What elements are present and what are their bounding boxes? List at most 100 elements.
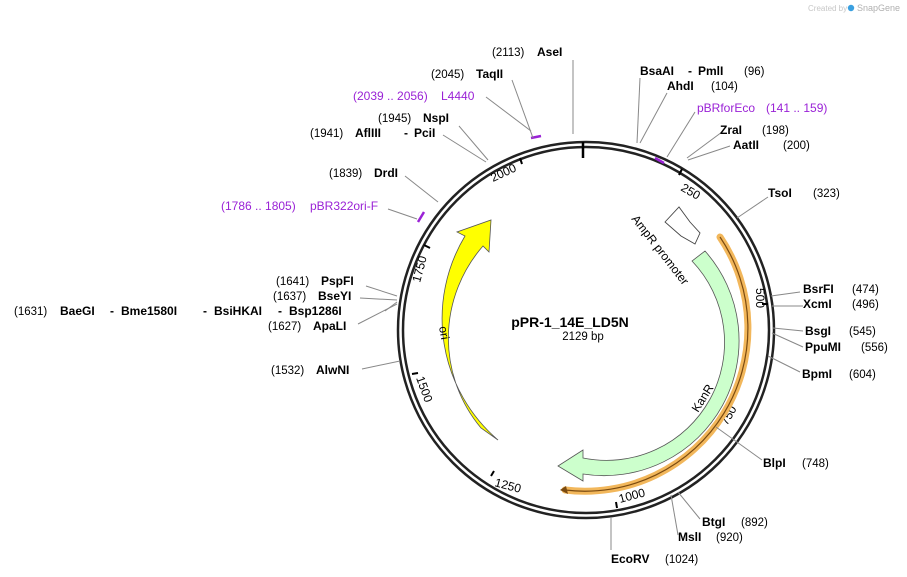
ampr-promoter-feature[interactable] [664,206,701,245]
watermark-brand: SnapGene [857,3,900,13]
l4440-label: L4440 [441,89,475,103]
baegi-sep1: - [110,304,114,318]
tick-2000: 2000 [488,161,518,185]
xcmi-name[interactable]: XcmI [803,297,832,311]
watermark-text: Created by [808,4,847,13]
ticks: 250 500 750 1000 1250 1500 1750 2000 [409,157,768,509]
apali-pos: (1627) [268,321,301,333]
bsgi-pos: (545) [849,326,876,338]
blpi-name[interactable]: BlpI [763,456,786,470]
apali-leader [357,303,398,325]
msli-name[interactable]: MslI [678,530,701,544]
pspfi-pos: (1641) [276,276,309,288]
asei-pos: (2113) [492,47,525,59]
bsaai-leader [636,77,641,144]
ecorv-pos: (1024) [665,554,698,566]
btgi-name[interactable]: BtgI [702,515,725,529]
pbr322ori-leader [387,208,418,220]
bme1580i-name[interactable]: Bme1580I [121,304,177,318]
pbr322ori-range: (1786 .. 1805) [221,199,296,213]
bsaai-name[interactable]: BsaAI [640,64,674,78]
tick-1250: 1250 [493,475,523,496]
msli-leader [670,494,679,536]
afliii-pos: (1941) [310,128,343,140]
btgi-leader [677,491,701,520]
afliii-leader [442,134,487,163]
bsihkai-name[interactable]: BsiHKAI [214,304,262,318]
bsaai-sep: - [688,64,692,78]
btgi-pos: (892) [741,517,768,529]
pspfi-name[interactable]: PspFI [321,274,354,288]
site-leaders [357,60,804,550]
kanr-orf-line [564,236,749,492]
pbrforeco-primer-mark[interactable] [654,156,665,165]
pbrforeco-label: pBRforEco [697,101,755,115]
backbone-inner-ring [401,145,771,515]
alwni-leader [361,360,401,370]
plasmid-length: 2129 bp [562,331,604,343]
baegi-pos: (1631) [14,306,47,318]
ahdi-name[interactable]: AhdI [667,79,694,93]
blpi-pos: (748) [802,458,829,470]
baegi-name[interactable]: BaeGI [60,304,95,318]
pbrforeco-leader [666,111,696,158]
xcmi-pos: (496) [852,299,879,311]
taqii-leader [511,79,534,139]
pbrforeco-range: (141 .. 159) [766,101,827,115]
bpmi-name[interactable]: BpmI [802,367,832,381]
kanr-feature[interactable] [557,250,740,482]
tick-1250-mark [490,470,495,477]
tick-250-mark [678,168,683,176]
pmli-name[interactable]: PmlI [698,64,723,78]
tick-250: 250 [679,180,704,202]
tick-1000: 1000 [617,485,647,506]
bsp1286i-name[interactable]: Bsp1286I [289,304,342,318]
ori-feature[interactable] [441,219,499,441]
pbr322ori-primer-mark[interactable] [416,211,426,223]
tick-1750-mark [423,244,431,249]
msli-pos: (920) [716,532,743,544]
alwni-name[interactable]: AlwNI [316,363,349,377]
pbr322ori-label: pBR322ori-F [310,199,378,213]
aatii-name[interactable]: AatII [733,138,759,152]
baegi-sep3: - [278,304,282,318]
bsgi-leader [772,327,804,332]
bsgi-name[interactable]: BsgI [805,324,831,338]
bsrfi-name[interactable]: BsrFI [803,282,834,296]
nspi-pos: (1945) [378,113,411,125]
bpmi-leader [767,355,801,373]
baegi-sep2: - [203,304,207,318]
plasmid-name: pPR-1_14E_LD5N [511,314,629,330]
ahdi-pos: (104) [711,81,738,93]
ppumi-name[interactable]: PpuMI [805,340,841,354]
backbone-outer-ring [396,140,776,520]
bsrfi-leader [770,291,801,297]
tsoi-name[interactable]: TsoI [768,186,792,200]
zrai-leader [686,131,723,159]
tsoi-pos: (323) [813,188,840,200]
ecorv-name[interactable]: EcoRV [611,552,649,566]
drdi-leader [404,175,439,203]
bpmi-pos: (604) [849,369,876,381]
apali-name[interactable]: ApaLI [313,319,346,333]
asei-name[interactable]: AseI [537,45,562,59]
tick-1000-mark [615,501,618,509]
bseyi-leader [359,297,398,301]
pcii-name[interactable]: PciI [414,126,435,140]
tick-500: 500 [753,288,767,308]
drdi-name[interactable]: DrdI [374,166,398,180]
tick-1750: 1750 [409,254,430,284]
bseyi-name[interactable]: BseYI [318,289,351,303]
afliii-name[interactable]: AflIII [355,126,381,140]
nspi-name[interactable]: NspI [423,111,449,125]
tsoi-leader [736,196,769,219]
taqii-name[interactable]: TaqII [476,67,503,81]
snapgene-logo-icon [847,4,855,12]
pspfi-leader [365,285,398,297]
zrai-pos: (198) [762,125,789,137]
l4440-leader [485,96,532,132]
zrai-name[interactable]: ZraI [720,123,742,137]
alwni-pos: (1532) [271,365,304,377]
